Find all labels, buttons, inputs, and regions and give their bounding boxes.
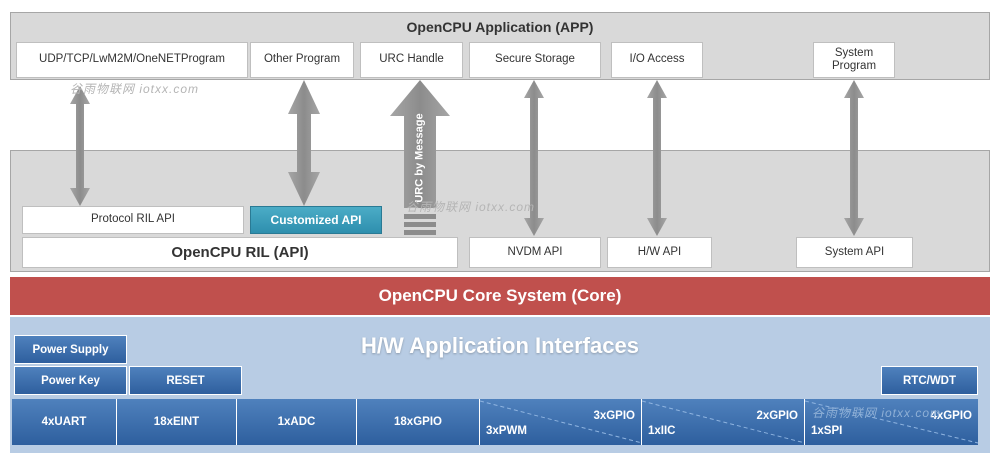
reset-box: RESET <box>129 366 242 395</box>
interface-adc: 1xADC <box>237 399 357 445</box>
interface-adc-label: 1xADC <box>277 416 316 428</box>
app-item-system-program: System Program <box>813 42 895 78</box>
interface-gpio-spi-top: 4xGPIO <box>930 410 972 422</box>
app-title: OpenCPU Application (APP) <box>406 19 594 35</box>
protocol-ril-api: Protocol RIL API <box>22 206 244 234</box>
interface-uart: 4xUART <box>12 399 117 445</box>
app-item-other-program: Other Program <box>250 42 354 78</box>
urc-arrow-label-wrap: URC by Message <box>370 113 470 202</box>
watermark: 谷雨物联网 iotxx.com <box>406 200 536 214</box>
hw-title: H/W Application Interfaces <box>361 333 639 358</box>
power-key: Power Key <box>14 366 127 395</box>
rtc-wdt: RTC/WDT <box>881 366 978 395</box>
app-item-urc-handle: URC Handle <box>360 42 463 78</box>
interface-gpio-iic: 2xGPIO 1xIIC <box>642 399 805 445</box>
interface-gpio-spi: 4xGPIO 1xSPI <box>805 399 978 445</box>
split-line <box>480 400 641 444</box>
interface-gpio-iic-top: 2xGPIO <box>756 410 798 422</box>
interface-gpio: 18xGPIO <box>357 399 480 445</box>
interface-gpio-pwm-bottom: 3xPWM <box>486 425 527 437</box>
customized-api: Customized API <box>250 206 382 234</box>
opencpu-ril-api: OpenCPU RIL (API) <box>22 237 458 268</box>
arrow-io-hw <box>647 80 667 236</box>
arrow-urc-up <box>390 80 450 208</box>
interface-uart-label: 4xUART <box>41 416 87 428</box>
core-layer: OpenCPU Core System (Core) <box>10 277 990 315</box>
urc-bar-1 <box>404 214 436 219</box>
app-item-udp-program: UDP/TCP/LwM2M/OneNETProgram <box>16 42 248 78</box>
app-item-io-access: I/O Access <box>611 42 703 78</box>
arrow-secure-nvdm <box>524 80 544 236</box>
app-item-secure-storage: Secure Storage <box>469 42 601 78</box>
arrow-udp-protocol <box>70 86 90 206</box>
split-line <box>805 400 978 444</box>
interface-gpio-iic-bottom: 1xIIC <box>648 425 676 437</box>
power-supply: Power Supply <box>14 335 127 364</box>
interface-gpio-pwm-top: 3xGPIO <box>593 410 635 422</box>
system-api: System API <box>796 237 913 268</box>
interface-eint-label: 18xEINT <box>153 416 200 428</box>
urc-bar-2 <box>404 222 436 227</box>
urc-arrow-label: URC by Message <box>413 113 426 203</box>
watermark: 谷雨物联网 iotxx.com <box>812 406 942 420</box>
interface-gpio-spi-bottom: 1xSPI <box>811 425 843 437</box>
nvdm-api: NVDM API <box>469 237 601 268</box>
interface-gpio-label: 18xGPIO <box>394 416 442 428</box>
interface-eint: 18xEINT <box>117 399 237 445</box>
watermark: 谷雨物联网 iotxx.com <box>70 82 200 96</box>
arrow-system <box>844 80 864 236</box>
hw-api: H/W API <box>607 237 712 268</box>
urc-bar-3 <box>404 230 436 235</box>
split-line <box>642 400 804 444</box>
interface-gpio-pwm: 3xGPIO 3xPWM <box>480 399 642 445</box>
arrow-other-customized <box>288 80 320 206</box>
